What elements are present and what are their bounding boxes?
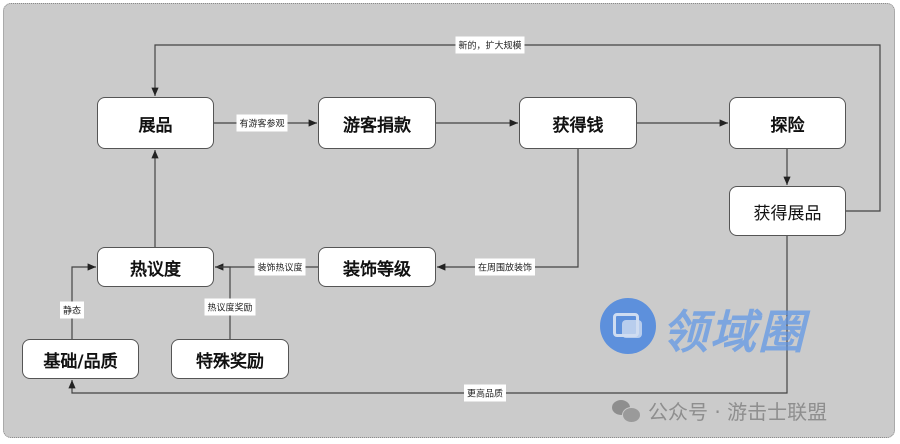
- label-decor-heat: 装饰热议度: [254, 258, 306, 276]
- label-higher-quality: 更高品质: [463, 384, 507, 402]
- wechat-icon: [612, 399, 641, 423]
- label-expand: 新的，扩大规模: [455, 36, 525, 54]
- node-special: 特殊奖励: [171, 339, 289, 379]
- edge-higher-quality: [68, 236, 788, 394]
- node-explore: 探险: [729, 97, 846, 149]
- watermark-logo-text: 领域圈: [662, 305, 806, 359]
- node-donation: 游客捐款: [318, 97, 436, 149]
- node-decor: 装饰等级: [318, 247, 436, 287]
- watermark-logo-icon: [600, 298, 656, 354]
- watermark-account-text: 公众号 · 游击士联盟: [648, 400, 828, 424]
- label-visitors: 有游客参观: [236, 114, 288, 132]
- label-heat-reward: 热议度奖励: [204, 298, 256, 316]
- label-static: 静态: [59, 301, 85, 319]
- node-get-exhibit: 获得展品: [729, 186, 846, 236]
- label-place-decor: 在周围放装饰: [474, 258, 536, 276]
- node-base: 基础/品质: [22, 339, 139, 379]
- edge-place-decor: [437, 149, 579, 271]
- edge-expand: [151, 44, 881, 212]
- watermark-account: 公众号 · 游击士联盟: [612, 396, 827, 425]
- node-money: 获得钱: [519, 97, 637, 149]
- node-exhibit: 展品: [97, 97, 214, 149]
- node-heat: 热议度: [97, 247, 214, 287]
